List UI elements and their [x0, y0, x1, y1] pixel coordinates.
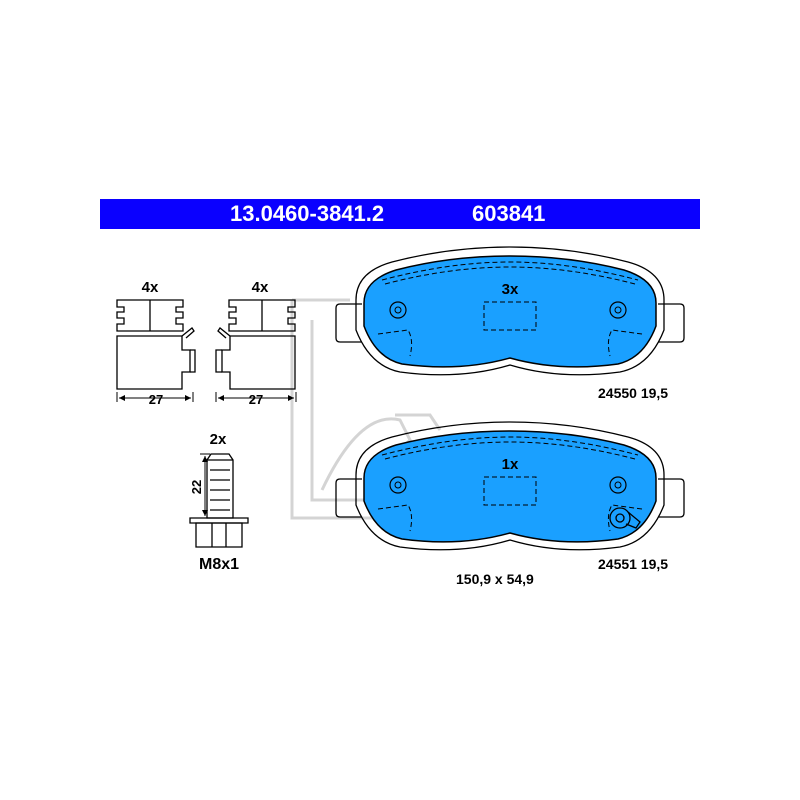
bolt-dimension-line [200, 453, 210, 519]
left-clip-qty: 4x [142, 279, 159, 296]
bolt-length: 22 [189, 480, 204, 494]
brake-pad-top [335, 246, 685, 376]
right-clip-dimension-line [215, 392, 297, 402]
bolt-drawing [189, 453, 249, 548]
left-clip-dimension-line [116, 392, 194, 402]
right-clip-dimension: 27 [249, 392, 263, 407]
right-clip [215, 299, 296, 390]
left-clip-dimension: 27 [149, 392, 163, 407]
header-banner: 13.0460-3841.2 603841 [100, 199, 700, 229]
bottom-pad-ref: 24551 19,5 [598, 556, 668, 572]
article-code: 603841 [472, 201, 546, 226]
bolt-qty: 2x [210, 431, 227, 448]
right-clip-qty: 4x [252, 279, 269, 296]
top-pad-qty: 3x [502, 281, 519, 298]
part-number: 13.0460-3841.2 [230, 201, 385, 226]
brake-pad-bottom [335, 421, 685, 551]
bolt-thread: M8x1 [199, 556, 239, 573]
pad-size: 150,9 x 54,9 [456, 571, 534, 587]
left-clip [116, 299, 196, 390]
top-pad-ref: 24550 19,5 [598, 385, 668, 401]
bottom-pad-qty: 1x [502, 456, 519, 473]
wear-sensor-icon [609, 507, 641, 529]
